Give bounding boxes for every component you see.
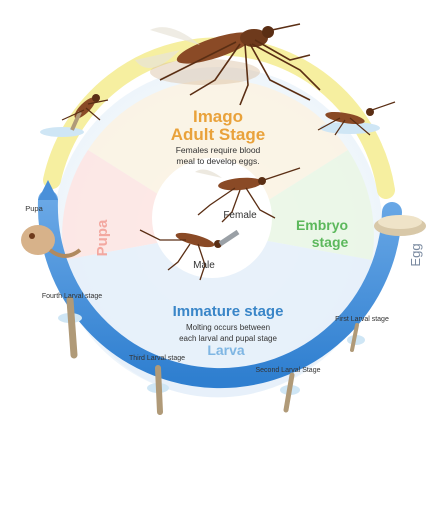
immature-note-line-2: each larval and pupal stage (179, 334, 277, 343)
embryo-stage-label: stage (312, 234, 349, 250)
third-larval-stage-label: Third Larval stage (129, 355, 185, 362)
third-larva-icon (147, 365, 169, 415)
adult-sector (88, 79, 348, 232)
fourth-larval-stage-label: Fourth Larval stage (42, 293, 102, 300)
male-mosquito-icon (139, 229, 240, 281)
imago-label: Imago (193, 107, 243, 126)
female-mosquito-icon (195, 167, 301, 223)
adult-note-line-1: Females require blood (176, 145, 261, 155)
adult-mosquito-icon (135, 23, 321, 106)
first-larval-stage-label: First Larval stage (335, 316, 389, 323)
male-label: Male (193, 260, 215, 271)
female-label: Female (223, 210, 257, 221)
pupa-sector-label: Pupa (94, 219, 111, 256)
immature-note-line-1: Molting occurs between (186, 323, 270, 332)
second-larva-icon (280, 372, 300, 413)
egg-laying-mosquito-icon (317, 101, 396, 136)
fourth-larva-icon (58, 296, 82, 359)
egg-raft-icon (374, 215, 426, 236)
second-larval-stage-label: Second Larval Stage (256, 367, 321, 374)
emerging-mosquito-icon (40, 94, 109, 137)
pupa-stage-label: Pupa (25, 204, 43, 213)
adult-note-line-2: meal to develop eggs. (176, 156, 259, 166)
embryo-label: Embryo (296, 217, 348, 233)
larva-label: Larva (207, 342, 245, 358)
aquatic-ring (37, 190, 402, 389)
cycle-arrow-icon (38, 180, 58, 200)
adult-stage-label: Adult Stage (171, 125, 265, 144)
immature-stage-label: Immature stage (173, 303, 284, 320)
pupa-icon (21, 225, 82, 258)
egg-label: Egg (408, 243, 423, 266)
first-larva-icon (347, 323, 365, 352)
